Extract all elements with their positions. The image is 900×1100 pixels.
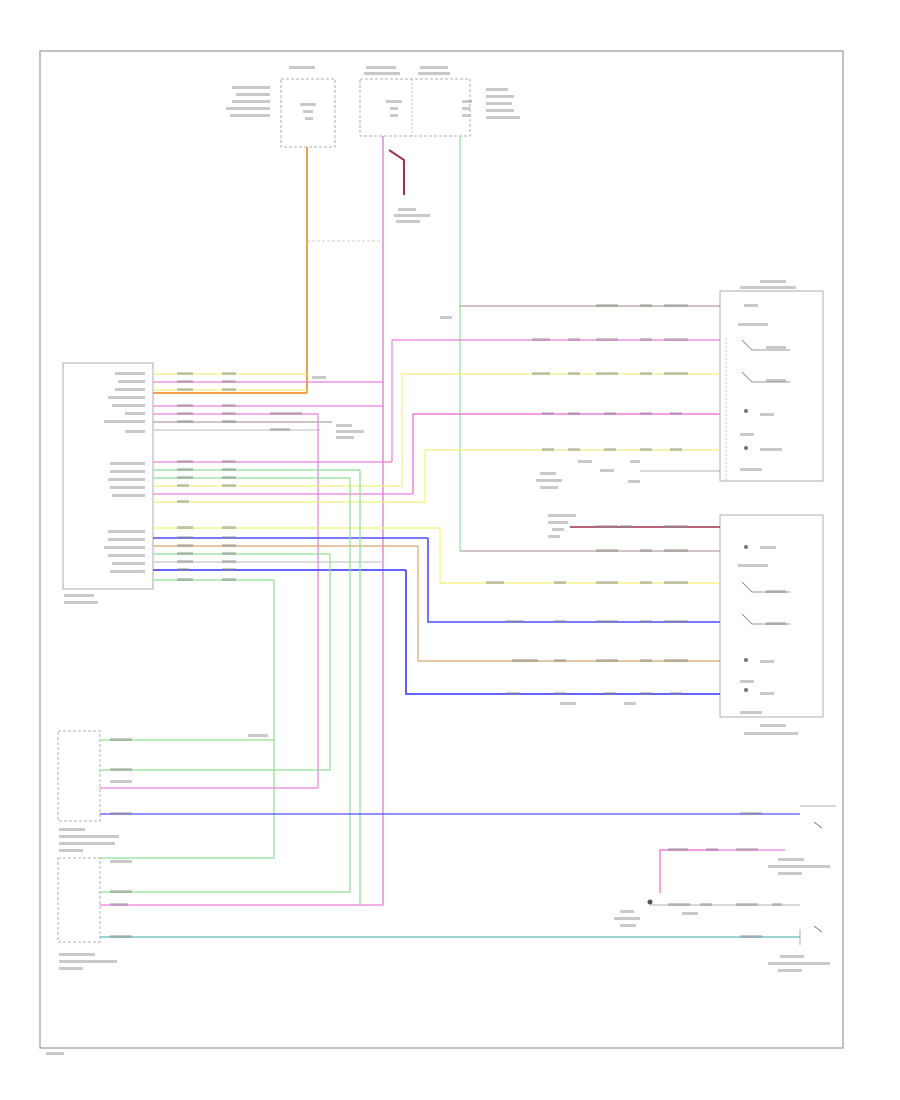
wires-to-left-rear-switch <box>391 305 720 528</box>
switch-icon <box>741 371 790 383</box>
fuse-box-left <box>226 66 336 148</box>
right-seat-position-sensor-label <box>768 858 830 875</box>
fuse-box-left-label <box>226 66 316 120</box>
diagram-frame <box>39 50 844 1049</box>
right-seat-sensor-wire-labels <box>614 848 782 927</box>
ground-icon <box>813 925 823 933</box>
seat-module-upper-wire-labels <box>177 372 364 439</box>
fuse-box-right-label <box>364 66 520 119</box>
seat-module-middle-wire-labels <box>177 460 236 503</box>
seat-module <box>62 362 154 604</box>
ground-icon <box>813 821 823 829</box>
seat-module-pin-labels <box>64 372 145 604</box>
bottom-wire-labels <box>110 860 762 938</box>
wires-front-recliner-labels <box>110 734 762 815</box>
wire-darkred-branch <box>388 149 405 195</box>
splice-icon <box>647 899 653 905</box>
fuse-box-right <box>359 66 520 137</box>
right-seat-position-sensor <box>647 805 836 906</box>
wires-front-recliner <box>100 470 800 905</box>
left-seat-recliner-motor-label <box>59 953 117 970</box>
seat-module-middle-wires <box>153 461 425 503</box>
seat-module-lower-wire-labels <box>177 526 236 581</box>
left-rear-seat-switch-label <box>738 280 796 471</box>
wires-to-right-rear-switch <box>405 528 720 695</box>
left-rear-seat-switch <box>719 280 824 482</box>
footer-code-mark <box>46 1052 64 1055</box>
left-seat-position-sensor-label <box>768 955 830 972</box>
wires-to-right-rear-switch-labels <box>486 581 688 705</box>
front-seat-recliner-motor-label <box>59 828 119 852</box>
wires-to-left-rear-switch-labels <box>440 304 688 552</box>
seat-module-upper-wires <box>100 373 383 789</box>
splice-label <box>394 208 430 223</box>
switch-icon <box>741 613 790 625</box>
left-seat-position-sensor <box>768 925 830 972</box>
right-rear-seat-switch-label <box>738 546 798 735</box>
switch-icon <box>741 339 790 351</box>
seat-module-lower-wires <box>100 527 440 859</box>
switch-icon <box>741 581 790 593</box>
right-rear-seat-switch <box>719 514 824 735</box>
front-seat-recliner-motor <box>57 730 119 852</box>
left-seat-recliner-motor <box>57 857 117 970</box>
